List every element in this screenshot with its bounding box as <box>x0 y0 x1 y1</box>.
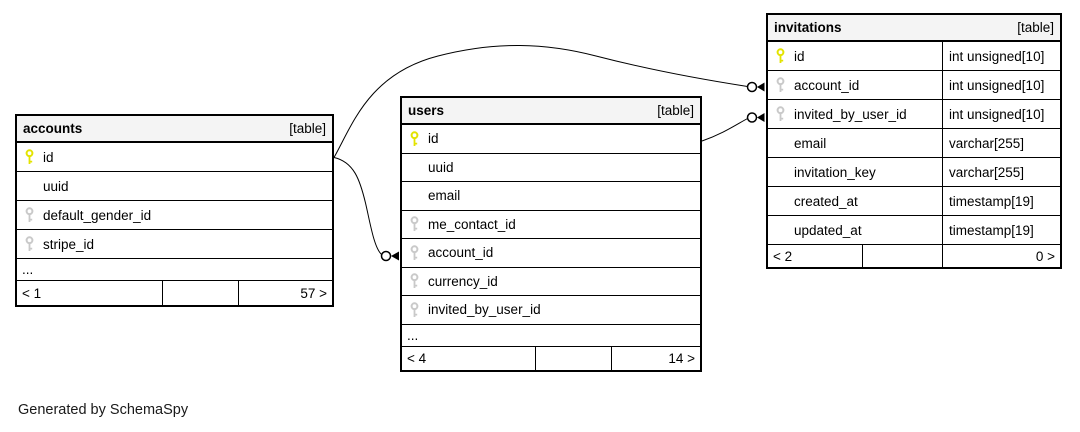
foreign-key-icon <box>776 77 794 93</box>
column-type: int unsigned[10] <box>949 48 1045 64</box>
footer-parents-count: < 2 <box>768 245 863 267</box>
column-name: account_id <box>794 77 860 93</box>
footer-middle-cell <box>163 281 239 305</box>
table-footer-users: < 4 14 > <box>402 346 700 370</box>
column-name: updated_at <box>794 222 862 238</box>
footer-rows-count: 0 > <box>1035 248 1055 264</box>
column-type: varchar[255] <box>949 135 1025 151</box>
footer-middle-cell <box>536 346 612 370</box>
column-row-invitation-key: invitation_key varchar[255] <box>768 158 1060 187</box>
column-type: varchar[255] <box>949 164 1025 180</box>
column-name: id <box>794 48 805 64</box>
fk-arrowhead-users-account-id <box>391 251 399 261</box>
relationship-line-accounts-invitations <box>333 45 748 158</box>
fk-arrowhead-invitations-invited-by-user-id <box>757 113 765 122</box>
column-name: default_gender_id <box>43 207 152 223</box>
table-node-accounts: accounts [table] id uuid default_gender_… <box>15 114 334 307</box>
fk-circle-users-account-id <box>380 250 392 262</box>
ellipsis-label: ... <box>22 262 34 277</box>
table-name: accounts <box>23 121 83 136</box>
column-row-email: email <box>402 182 700 211</box>
column-row-invited-by-user-id: invited_by_user_id int unsigned[10] <box>768 100 1060 129</box>
foreign-key-icon <box>410 245 428 261</box>
column-name: me_contact_id <box>428 216 516 232</box>
table-node-invitations: invitations [table] id int unsigned[10] … <box>766 13 1062 269</box>
column-name: id <box>43 149 54 165</box>
table-header-users[interactable]: users [table] <box>402 98 700 125</box>
ellipsis-label: ... <box>407 327 419 343</box>
column-name: email <box>428 188 461 204</box>
column-row-currency-id: currency_id <box>402 268 700 296</box>
column-row-updated-at: updated_at timestamp[19] <box>768 216 1060 245</box>
column-row-stripe-id: stripe_id <box>17 230 332 259</box>
relationship-line-users-invitations <box>701 118 748 142</box>
column-name: uuid <box>428 159 454 175</box>
hidden-columns-ellipsis: ... <box>17 259 332 281</box>
column-row-account-id: account_id int unsigned[10] <box>768 71 1060 100</box>
footer-rows-count: 57 > <box>300 285 327 301</box>
foreign-key-icon <box>410 216 428 232</box>
table-badge: [table] <box>1017 20 1054 35</box>
table-footer-accounts: < 1 57 > <box>17 281 332 305</box>
table-footer-invitations: < 2 0 > <box>768 245 1060 267</box>
table-name: invitations <box>774 20 842 35</box>
column-type: int unsigned[10] <box>949 106 1045 122</box>
footer-middle-cell <box>863 245 943 267</box>
footer-parents-count: < 1 <box>17 281 163 305</box>
column-type: timestamp[19] <box>949 193 1034 209</box>
table-badge: [table] <box>657 103 694 118</box>
fk-arrowhead-invitations-account-id <box>757 82 765 92</box>
hidden-columns-ellipsis: ... <box>402 325 700 347</box>
column-name: uuid <box>43 178 69 194</box>
column-name: account_id <box>428 245 494 261</box>
column-type: timestamp[19] <box>949 222 1034 238</box>
fk-circle-invitations-invited-by-user-id <box>746 112 758 123</box>
column-row-account-id: account_id <box>402 239 700 268</box>
table-name: users <box>408 103 445 118</box>
column-row-id: id int unsigned[10] <box>768 42 1060 71</box>
column-row-invited-by-user-id: invited_by_user_id <box>402 296 700 325</box>
relationship-line-accounts-users <box>333 157 382 255</box>
column-row-created-at: created_at timestamp[19] <box>768 187 1060 216</box>
fk-circle-invitations-account-id <box>746 81 758 93</box>
table-header-invitations[interactable]: invitations [table] <box>768 15 1060 42</box>
column-row-me-contact-id: me_contact_id <box>402 211 700 239</box>
column-type: int unsigned[10] <box>949 77 1045 93</box>
column-row-id: id <box>17 143 332 172</box>
column-name: stripe_id <box>43 236 95 252</box>
column-name: invitation_key <box>794 164 876 180</box>
table-node-users: users [table] id uuid email me_contact_i… <box>400 96 702 372</box>
column-name: invited_by_user_id <box>794 106 907 122</box>
column-row-default-gender-id: default_gender_id <box>17 201 332 230</box>
column-name: currency_id <box>428 273 498 289</box>
primary-key-icon <box>410 131 428 147</box>
foreign-key-icon <box>25 236 43 252</box>
column-row-id: id <box>402 125 700 154</box>
table-header-accounts[interactable]: accounts [table] <box>17 116 332 143</box>
column-name: email <box>794 135 827 151</box>
foreign-key-icon <box>410 302 428 318</box>
primary-key-icon <box>25 149 43 165</box>
primary-key-icon <box>776 48 794 64</box>
column-row-uuid: uuid <box>402 154 700 182</box>
foreign-key-icon <box>410 273 428 289</box>
footer-rows-count: 14 > <box>668 350 695 366</box>
foreign-key-icon <box>25 207 43 223</box>
foreign-key-icon <box>776 106 794 122</box>
generated-by-note: Generated by SchemaSpy <box>18 402 189 418</box>
footer-parents-count: < 4 <box>402 346 536 370</box>
column-name: created_at <box>794 193 858 209</box>
table-badge: [table] <box>289 121 326 136</box>
column-row-email: email varchar[255] <box>768 129 1060 158</box>
column-row-uuid: uuid <box>17 172 332 201</box>
column-name: invited_by_user_id <box>428 302 541 318</box>
column-name: id <box>428 131 439 147</box>
